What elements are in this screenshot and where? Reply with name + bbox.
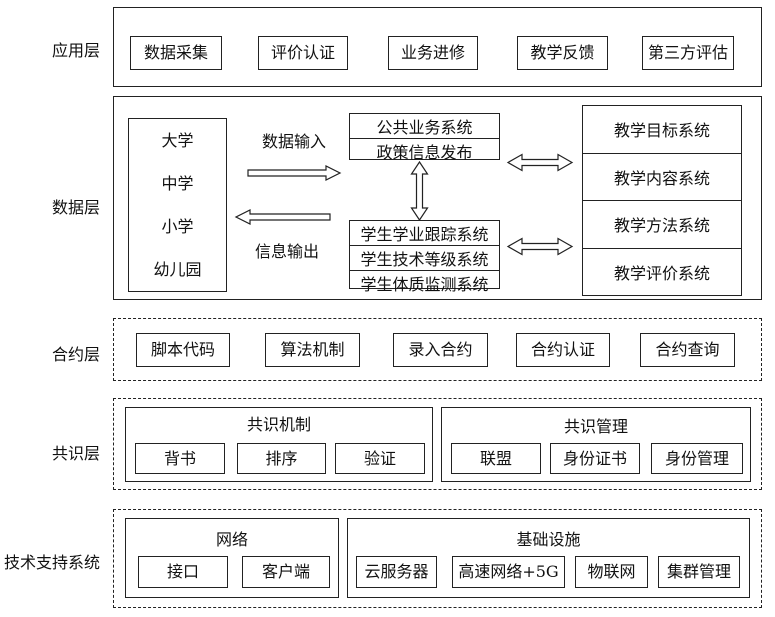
consensus-mechanism-group: 共识机制 背书 排序 验证	[125, 407, 433, 482]
data-input-arrow-shape	[247, 165, 342, 181]
management-item-alliance: 联盟	[451, 443, 541, 474]
network-item-client: 客户端	[242, 556, 330, 588]
public-systems-box: 公共业务系统 政策信息发布	[349, 113, 500, 162]
student-teaching-double-arrow	[506, 237, 574, 256]
teaching-system-item: 教学目标系统	[583, 106, 741, 154]
contract-layer-label: 合约层	[51, 345, 100, 364]
horizontal-double-arrow-shape	[506, 153, 574, 172]
consensus-management-title: 共识管理	[563, 417, 628, 436]
info-output-label: 信息输出	[255, 242, 320, 261]
contract-layer-frame	[113, 318, 762, 381]
contract-item-algorithm: 算法机制	[265, 333, 360, 367]
data-layer-label: 数据层	[51, 198, 100, 217]
consensus-layer-frame	[113, 398, 762, 490]
mechanism-item-endorse: 背书	[135, 443, 225, 474]
teaching-systems-box: 教学目标系统 教学内容系统 教学方法系统 教学评价系统	[582, 105, 742, 296]
network-item-interface: 接口	[138, 556, 228, 588]
data-layer-frame	[113, 96, 762, 300]
application-layer-frame	[113, 7, 762, 87]
consensus-layer-label: 共识层	[51, 444, 100, 463]
consensus-management-group: 共识管理 联盟 身份证书 身份管理	[441, 407, 751, 482]
info-output-arrow	[234, 209, 331, 225]
data-input-label: 数据输入	[262, 132, 327, 151]
infra-item-cloud-server: 云服务器	[356, 556, 437, 588]
app-item-data-collection: 数据采集	[130, 36, 222, 70]
management-item-identity-management: 身份管理	[651, 443, 743, 474]
infrastructure-title: 基础设施	[516, 530, 581, 549]
contract-item-query: 合约查询	[640, 333, 735, 367]
public-system-item: 公共业务系统	[350, 114, 499, 139]
network-group: 网络 接口 客户端	[125, 518, 339, 598]
consensus-mechanism-title: 共识机制	[246, 415, 311, 434]
student-systems-box: 学生学业跟踪系统 学生技术等级系统 学生体质监测系统	[349, 220, 500, 294]
data-input-arrow	[247, 165, 342, 181]
mechanism-item-order: 排序	[237, 443, 326, 474]
student-system-item: 学生技术等级系统	[350, 246, 499, 271]
app-item-evaluation-certification: 评价认证	[258, 36, 348, 70]
infra-item-high-speed-network: 高速网络+5G	[452, 556, 565, 588]
school-item-university: 大学	[161, 130, 194, 150]
infra-item-iot: 物联网	[575, 556, 648, 588]
school-list: 大学 中学 小学 幼儿园	[128, 118, 227, 292]
tech-support-layer-label: 技术支持系统	[3, 553, 100, 572]
contract-item-certification: 合约认证	[516, 333, 610, 367]
teaching-system-item: 教学评价系统	[613, 263, 710, 283]
public-student-double-arrow	[410, 160, 429, 222]
horizontal-double-arrow-shape	[506, 237, 574, 256]
student-system-item: 学生体质监测系统	[360, 275, 489, 294]
mechanism-item-verify: 验证	[335, 443, 425, 474]
student-system-item: 学生学业跟踪系统	[350, 221, 499, 246]
teaching-system-item: 教学方法系统	[583, 201, 741, 249]
infrastructure-group: 基础设施 云服务器 高速网络+5G 物联网 集群管理	[347, 518, 750, 598]
tech-support-layer-frame	[113, 509, 762, 608]
app-item-teaching-feedback: 教学反馈	[517, 36, 608, 70]
application-layer-label: 应用层	[51, 41, 100, 60]
school-item-kindergarten: 幼儿园	[153, 259, 202, 279]
info-output-arrow-shape	[234, 209, 331, 225]
vertical-double-arrow-shape	[410, 160, 429, 222]
infra-item-cluster-management: 集群管理	[658, 556, 740, 588]
school-item-primary-school: 小学	[161, 216, 194, 236]
contract-item-entry: 录入合约	[393, 333, 488, 367]
app-item-third-party-evaluation: 第三方评估	[642, 36, 734, 70]
public-system-item: 政策信息发布	[376, 143, 473, 162]
management-item-identity-certificate: 身份证书	[550, 443, 640, 474]
app-item-business-training: 业务进修	[388, 36, 478, 70]
public-teaching-double-arrow	[506, 153, 574, 172]
teaching-system-item: 教学内容系统	[583, 154, 741, 201]
contract-item-script-code: 脚本代码	[136, 333, 230, 367]
network-title: 网络	[215, 530, 248, 549]
school-item-middle-school: 中学	[161, 173, 194, 193]
